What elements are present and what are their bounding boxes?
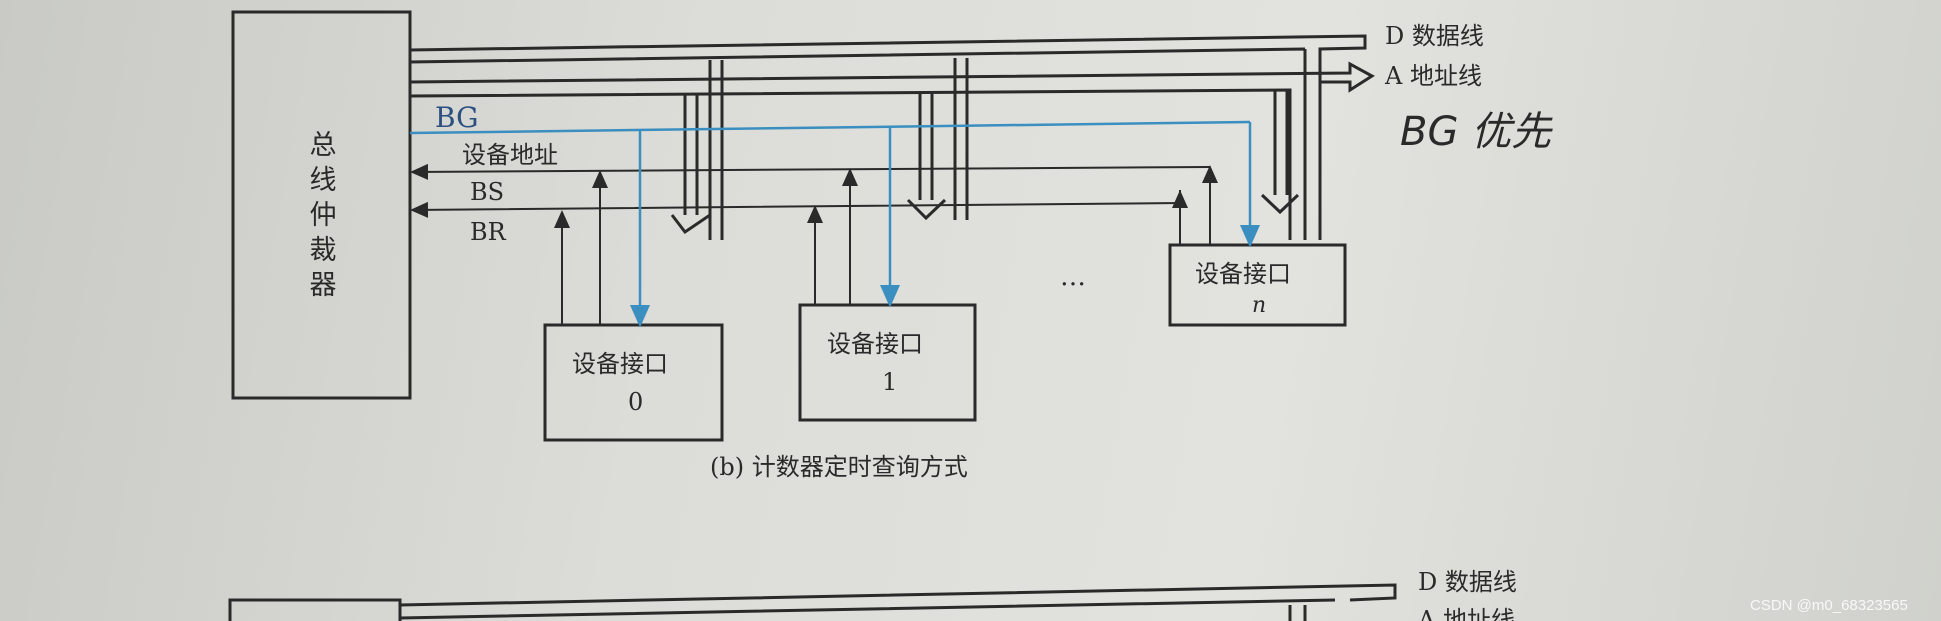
device-1-title: 设备接口 xyxy=(827,330,923,358)
arbiter-box xyxy=(231,10,412,400)
device-0-title: 设备接口 xyxy=(572,350,668,378)
lower-diagram-partial xyxy=(228,583,1397,621)
device-interface-1 xyxy=(798,303,977,422)
watermark: CSDN @m0_68323565 xyxy=(1750,597,1908,614)
bg-line xyxy=(409,120,1260,328)
device-1-index: 1 xyxy=(882,368,897,396)
bus-branch-n xyxy=(1260,90,1300,215)
bs-label: BS xyxy=(470,178,504,206)
device-address-line xyxy=(410,163,1211,180)
br-label: BR xyxy=(470,218,507,246)
device-interface-0 xyxy=(543,323,724,442)
ellipsis: … xyxy=(1060,262,1086,292)
lower-data-bus-label: D 数据线 xyxy=(1418,568,1517,596)
caption: (b) 计数器定时查询方式 xyxy=(710,453,968,481)
bus-branch-0 xyxy=(670,60,724,240)
bus-branch-1 xyxy=(906,58,969,221)
data-bus-label: D 数据线 xyxy=(1385,22,1484,50)
device-n-title: 设备接口 xyxy=(1195,260,1291,288)
address-bus xyxy=(409,61,1375,240)
address-bus-label: A 地址线 xyxy=(1384,62,1482,90)
arbiter-label: 总线仲裁器 xyxy=(305,130,337,305)
bg-label: BG xyxy=(435,101,478,134)
data-bus xyxy=(409,34,1367,240)
handwritten-note: BG 优先 xyxy=(1400,109,1553,155)
lower-address-bus-label: A 地址线 xyxy=(1417,606,1515,621)
device-address-label: 设备地址 xyxy=(462,141,558,169)
device-0-index: 0 xyxy=(628,388,643,416)
bs-line xyxy=(410,190,1181,218)
device-n-index: n xyxy=(1252,293,1266,318)
